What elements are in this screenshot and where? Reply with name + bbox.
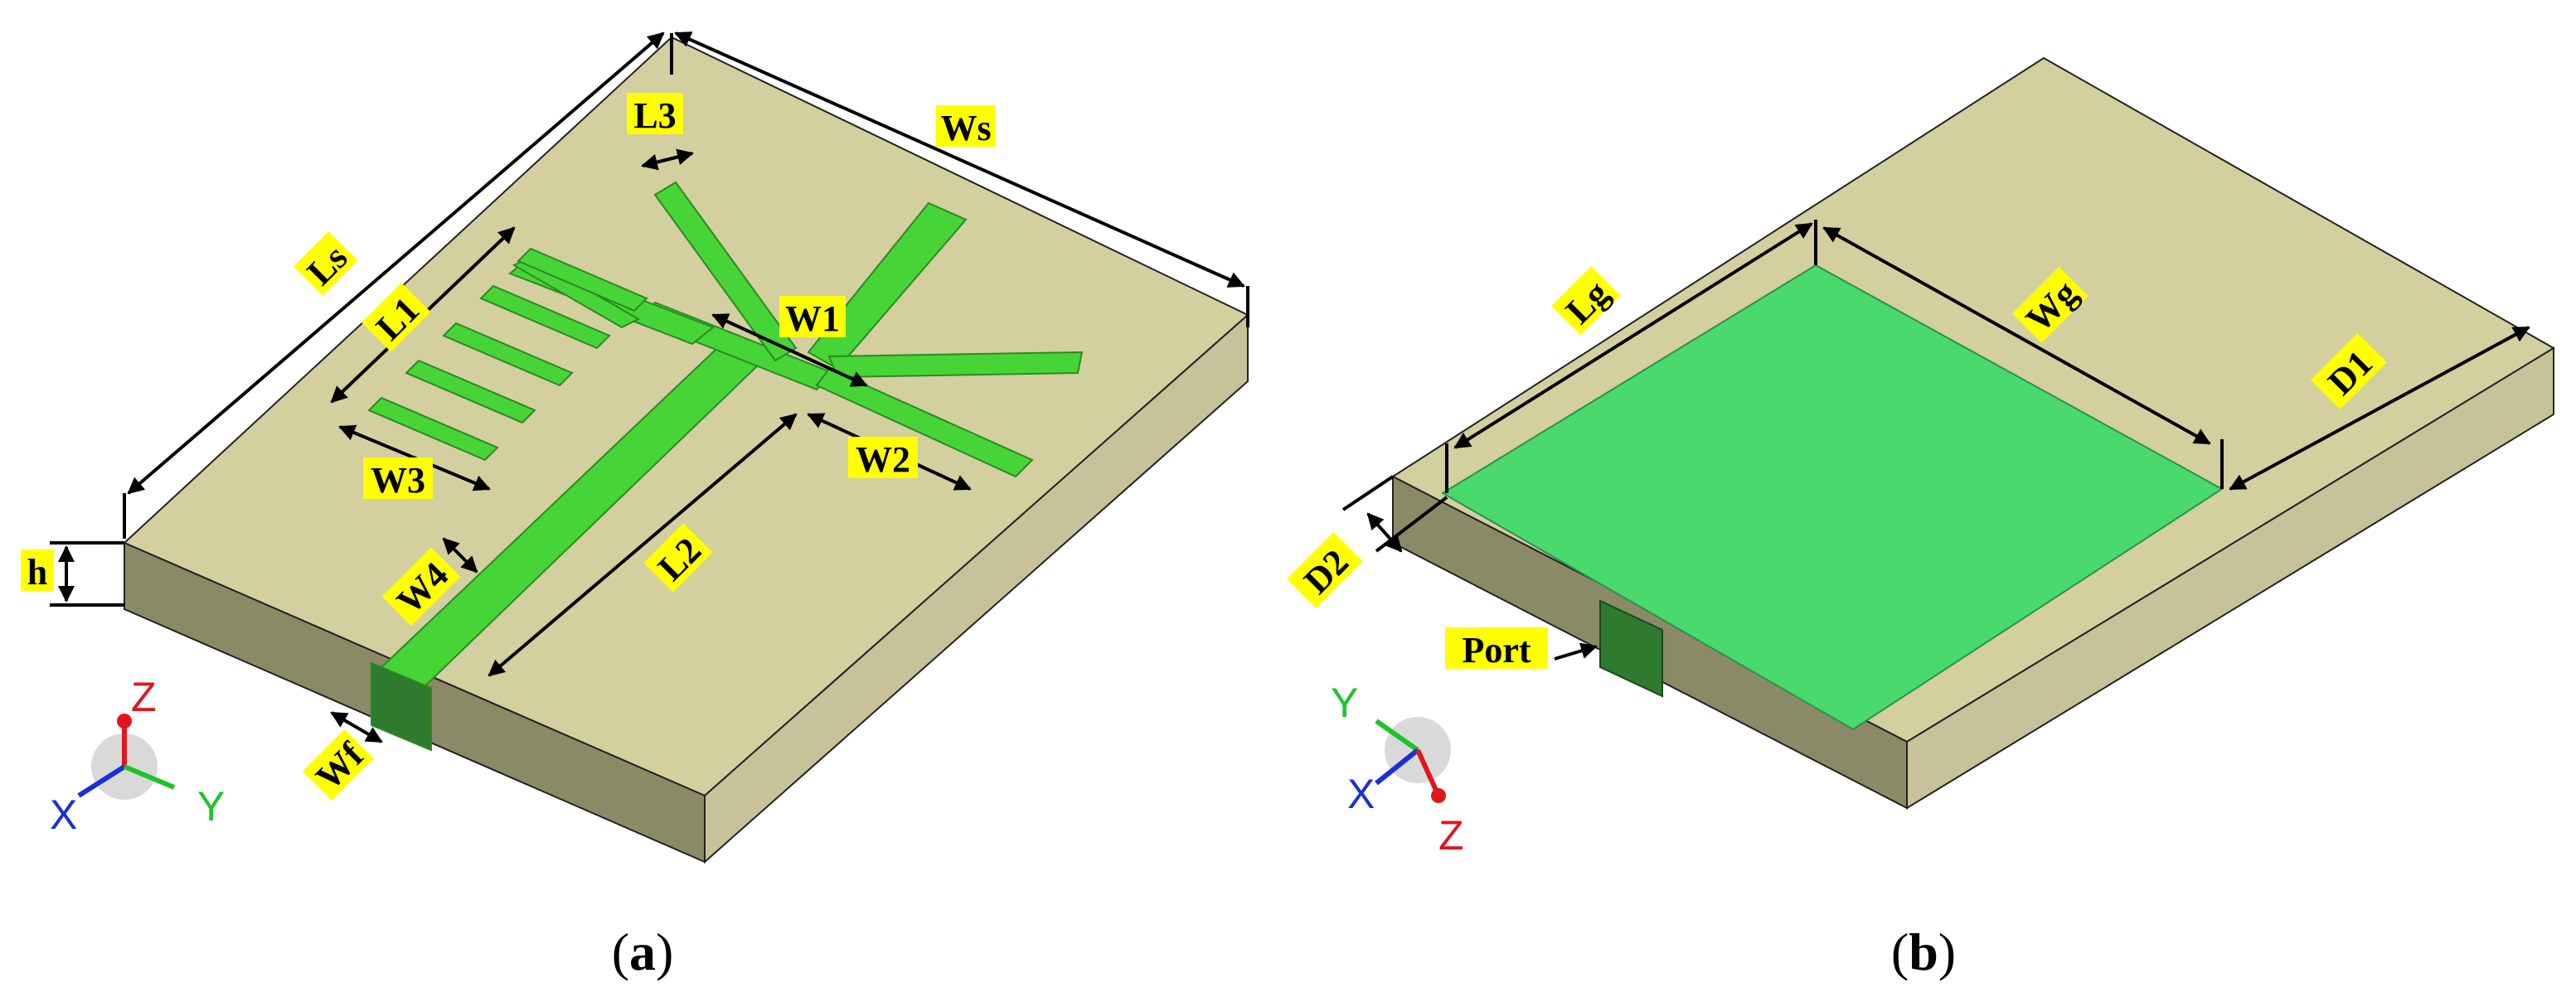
wf-arrow (330, 711, 383, 743)
dim-label-ws: Ws (940, 108, 991, 148)
d2-arrow (1366, 512, 1403, 553)
port-block (1599, 599, 1663, 698)
dimension-arrows-b (1341, 220, 2530, 661)
dim-label-h: h (27, 552, 47, 593)
caption-a: (a) (612, 922, 674, 981)
w4-arrow (442, 537, 478, 574)
dim-label-w1: W1 (785, 298, 840, 339)
w1-arrow (711, 313, 868, 387)
dim-label-w2: W2 (856, 439, 910, 480)
dim-label-w3: W3 (371, 460, 425, 501)
axis-triad-b: Y X Z (1331, 680, 1464, 859)
axis-label-y-a: Y (197, 783, 225, 830)
caption-b: (b) (1891, 922, 1956, 981)
l2-arrow (488, 413, 798, 677)
axis-label-y-b: Y (1331, 680, 1358, 726)
ws-arrow (674, 31, 1245, 288)
axis-triad-a: Z X Y (50, 674, 225, 838)
d1-arrow (2229, 326, 2530, 491)
lg-arrow (1453, 222, 1813, 449)
y-arm-right (827, 351, 1084, 379)
feed-port (371, 661, 432, 752)
panel-a: Ls Ws L3 L1 W1 W3 (21, 31, 1249, 981)
substrate-a (123, 36, 1249, 864)
panel-b: Lg Wg D1 D2 Port (1286, 56, 2555, 981)
dim-label-wf: Wf (308, 734, 372, 798)
substrate-side-right-a (704, 312, 1249, 864)
dim-label-lg: Lg (1558, 273, 1617, 332)
dim-label-ls: Ls (299, 237, 356, 293)
l3-arrow (641, 148, 694, 171)
axis-label-z-b: Z (1438, 812, 1464, 859)
dim-label-l3: L3 (633, 95, 676, 136)
port-label: Port (1462, 630, 1531, 670)
wg-arrow (1822, 226, 2211, 445)
axis-label-x-b: X (1347, 771, 1375, 817)
axis-label-x-a: X (50, 791, 77, 838)
axis-label-z-a: Z (131, 674, 157, 720)
port-arrow (1554, 642, 1598, 661)
